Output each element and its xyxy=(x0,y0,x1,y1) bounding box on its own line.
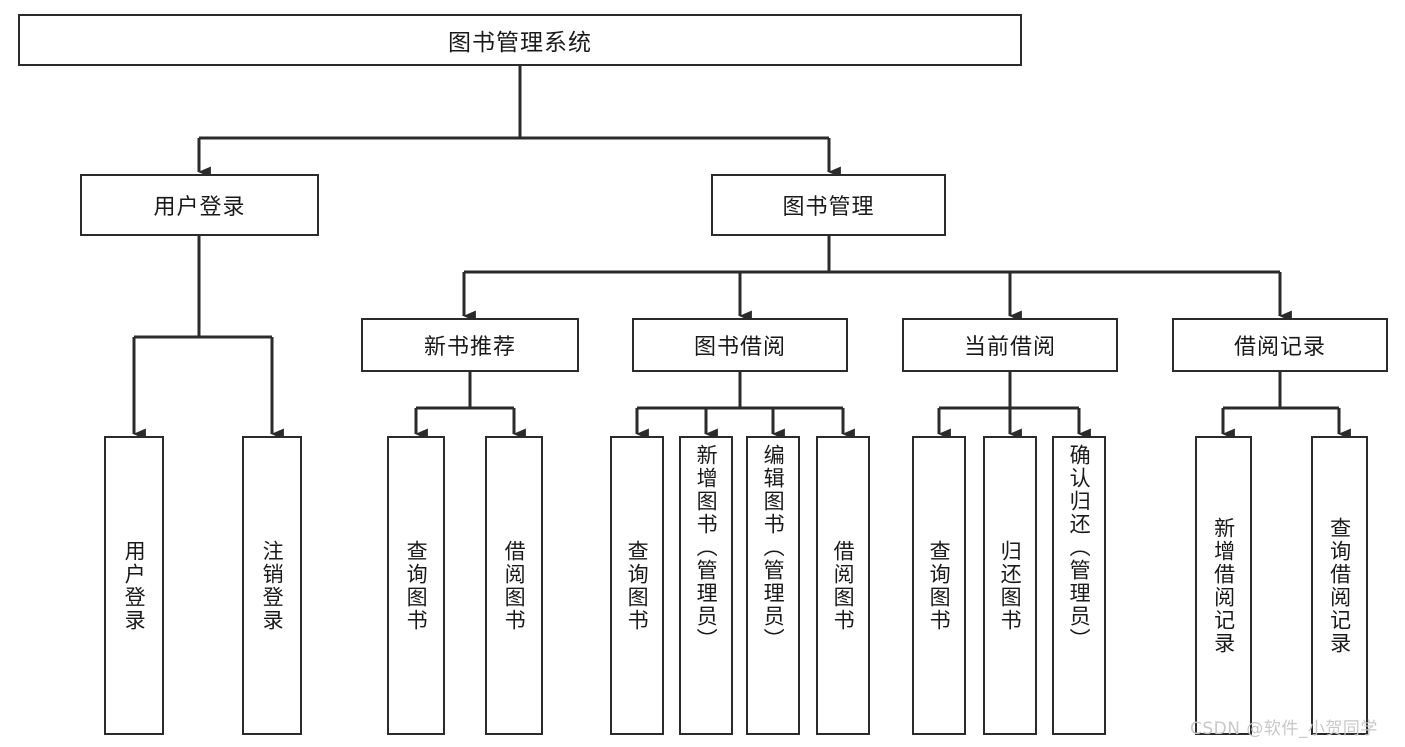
node-borrow-record[interactable]: 借阅记录 xyxy=(1172,318,1388,372)
node-leaf-query-book-1[interactable]: 查询图书 xyxy=(387,436,445,735)
node-leaf-logout-label: 注销登录 xyxy=(260,539,285,632)
node-user-login[interactable]: 用户登录 xyxy=(80,174,319,236)
node-leaf-confirm-return-label: 确认归还（管理员） xyxy=(1067,444,1092,651)
node-leaf-add-book[interactable]: 新增图书（管理员） xyxy=(679,436,733,735)
node-leaf-edit-book[interactable]: 编辑图书（管理员） xyxy=(746,436,800,735)
node-leaf-return-book-label: 归还图书 xyxy=(998,539,1023,632)
node-leaf-query-book-3-label: 查询图书 xyxy=(927,539,952,632)
node-leaf-edit-book-label: 编辑图书（管理员） xyxy=(761,444,786,651)
node-current-borrow[interactable]: 当前借阅 xyxy=(902,318,1118,372)
node-leaf-query-book-1-label: 查询图书 xyxy=(404,539,429,632)
node-book-borrow-label: 图书借阅 xyxy=(693,335,786,360)
node-leaf-query-book-2-label: 查询图书 xyxy=(625,539,650,632)
node-leaf-user-login[interactable]: 用户登录 xyxy=(104,436,164,735)
node-leaf-borrow-book-1-label: 借阅图书 xyxy=(502,539,527,632)
node-leaf-query-record[interactable]: 查询借阅记录 xyxy=(1311,436,1368,735)
node-book-manage[interactable]: 图书管理 xyxy=(711,174,946,236)
node-leaf-logout[interactable]: 注销登录 xyxy=(242,436,302,735)
node-book-borrow[interactable]: 图书借阅 xyxy=(632,318,848,372)
node-new-book-rec[interactable]: 新书推荐 xyxy=(361,318,579,372)
node-leaf-query-book-2[interactable]: 查询图书 xyxy=(610,436,664,735)
node-leaf-add-record[interactable]: 新增借阅记录 xyxy=(1195,436,1252,735)
node-borrow-record-label: 借阅记录 xyxy=(1233,335,1326,360)
node-leaf-borrow-book-2-label: 借阅图书 xyxy=(831,539,856,632)
node-leaf-borrow-book-2[interactable]: 借阅图书 xyxy=(816,436,870,735)
node-leaf-query-record-label: 查询借阅记录 xyxy=(1327,516,1352,655)
node-new-book-rec-label: 新书推荐 xyxy=(423,335,516,360)
node-leaf-add-book-label: 新增图书（管理员） xyxy=(694,444,719,651)
node-leaf-borrow-book-1[interactable]: 借阅图书 xyxy=(485,436,543,735)
node-leaf-add-record-label: 新增借阅记录 xyxy=(1211,516,1236,655)
node-user-login-label: 用户登录 xyxy=(153,195,246,220)
node-root[interactable]: 图书管理系统 xyxy=(18,14,1022,66)
node-leaf-return-book[interactable]: 归还图书 xyxy=(983,436,1037,735)
csdn-watermark: CSDN @软件_小贺同学 xyxy=(1190,719,1378,739)
node-leaf-confirm-return[interactable]: 确认归还（管理员） xyxy=(1052,436,1106,735)
node-book-manage-label: 图书管理 xyxy=(782,195,875,220)
node-current-borrow-label: 当前借阅 xyxy=(963,335,1056,360)
node-leaf-user-login-label: 用户登录 xyxy=(122,539,147,632)
node-root-label: 图书管理系统 xyxy=(448,30,592,56)
node-leaf-query-book-3[interactable]: 查询图书 xyxy=(912,436,966,735)
